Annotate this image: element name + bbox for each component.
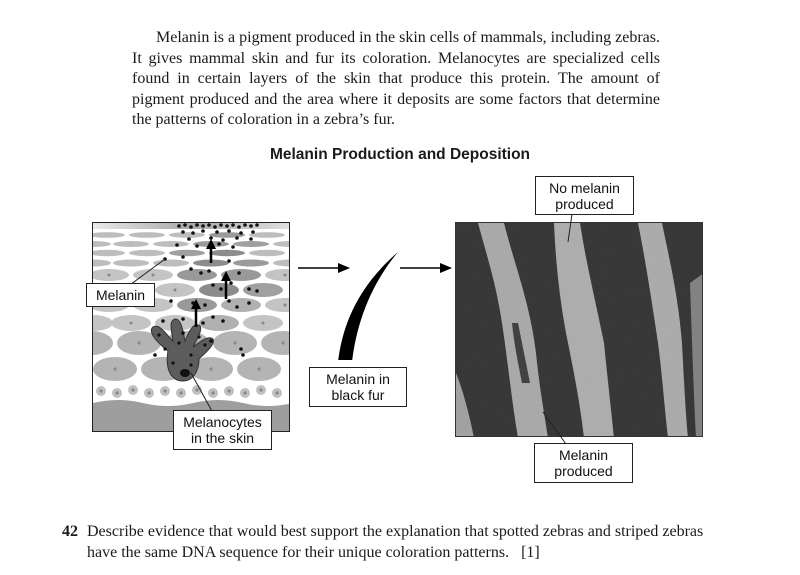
melanocytes-label: Melanocytes in the skin [173,410,272,450]
melanocytes-label-line2: in the skin [190,430,255,446]
intro-passage: Melanin is a pigment produced in the ski… [132,29,660,129]
melanin-produced-label: Melanin produced [534,443,633,483]
right-arrow-icon [298,263,350,273]
melanin-produced-label-line2: produced [554,463,613,479]
no-melanin-leader-line [567,214,573,243]
black-fur-label-line1: Melanin in [326,371,390,387]
question-text-block: Describe evidence that would best suppor… [87,521,737,563]
right-arrow-icon [400,263,452,273]
melanin-label-text: Melanin [95,287,146,303]
skin-cross-section-diagram [92,222,290,432]
skin-layers-illustration [93,223,289,431]
no-melanin-label: No melanin produced [535,176,634,215]
melanin-label: Melanin [86,283,155,307]
question-text: Describe evidence that would best suppor… [87,523,704,561]
melanin-produced-label-line1: Melanin [558,447,609,463]
figure-title: Melanin Production and Deposition [269,146,531,163]
black-fur-label-line2: black fur [331,387,385,403]
melanin-produced-leader-line [542,411,567,445]
melanocytes-label-line1: Melanocytes [183,414,262,430]
zebra-fur-photo [455,222,703,437]
zebra-stripes-image [456,223,702,436]
no-melanin-label-line1: No melanin [549,179,620,196]
no-melanin-label-line2: produced [555,195,614,212]
question-credit: [1] [521,544,540,561]
question-number: 42 [62,523,78,540]
process-arrows-and-hair [298,252,452,360]
black-fur-label: Melanin in black fur [309,367,407,407]
black-hair-strand-icon [338,252,398,360]
